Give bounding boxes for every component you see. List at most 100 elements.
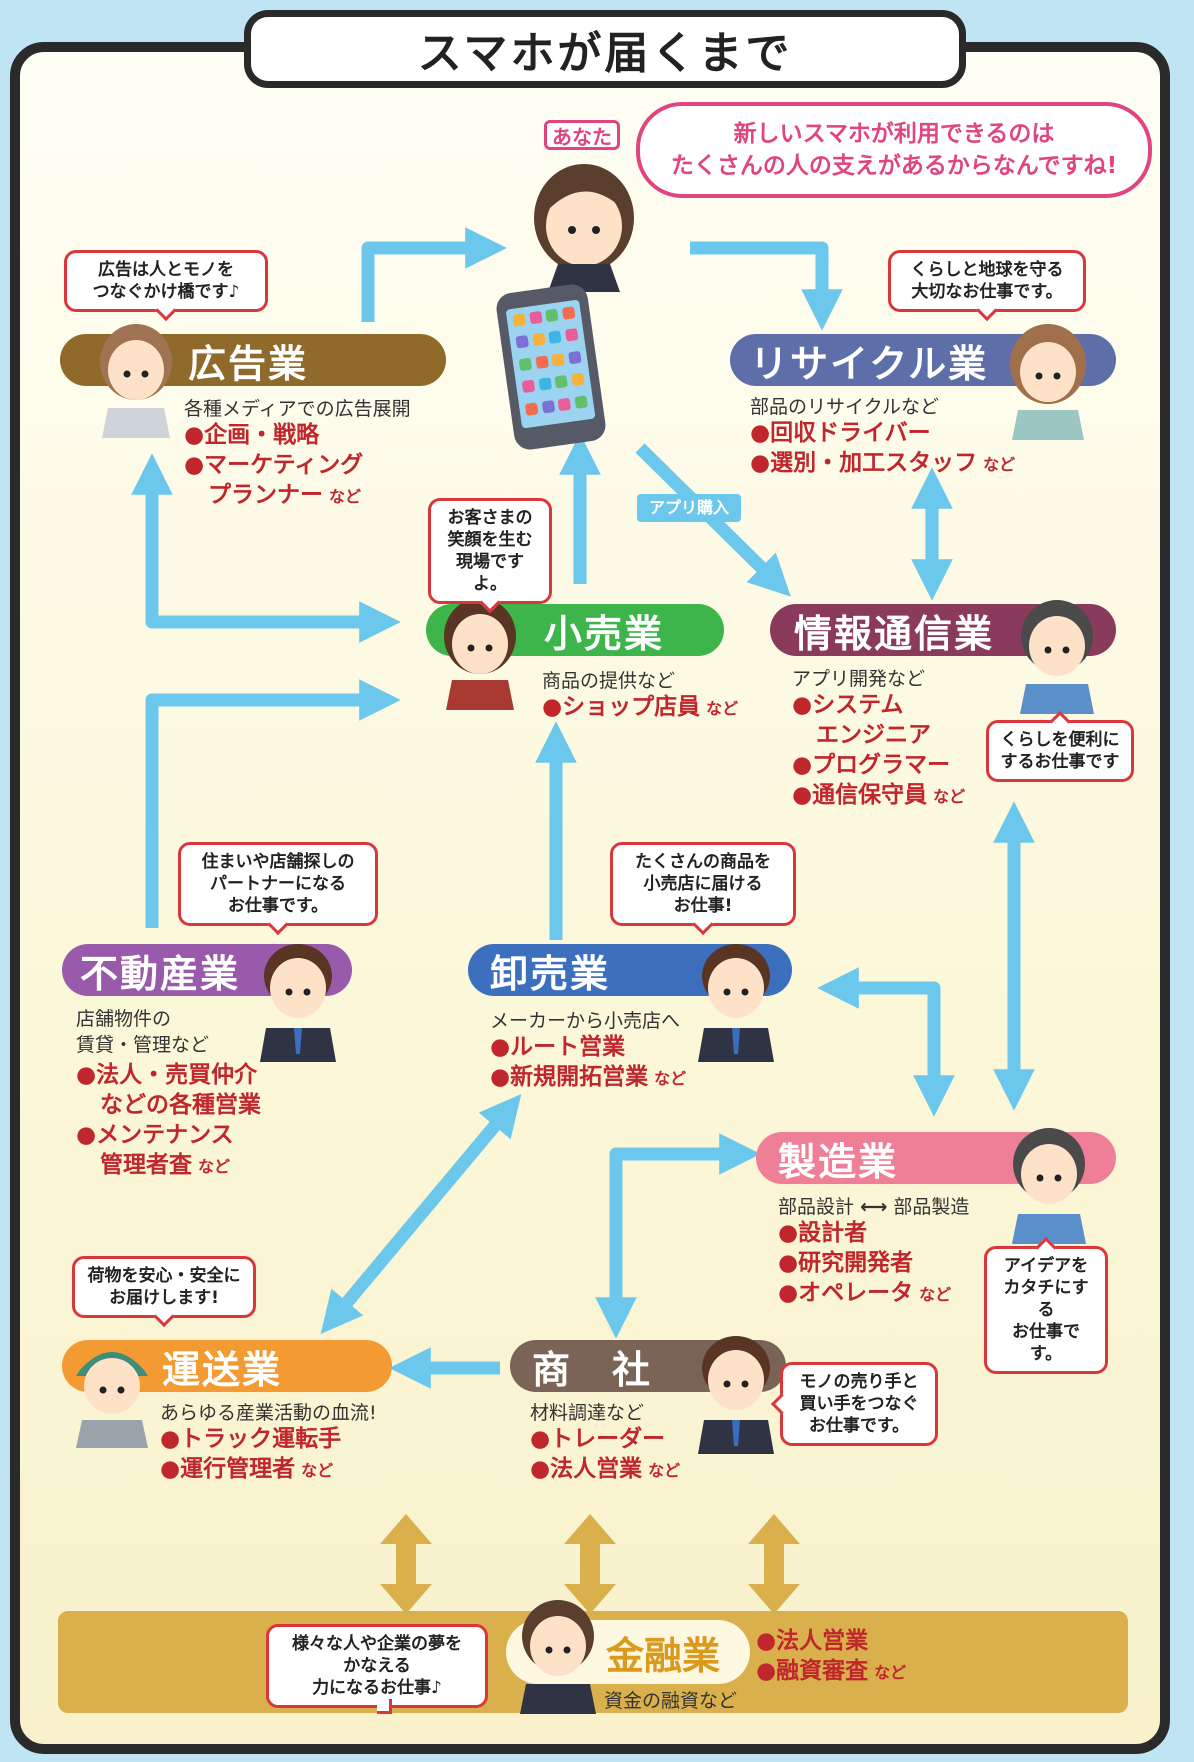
real-estate-bubble-line3: お仕事です。 bbox=[227, 896, 329, 916]
trading-person-avatar bbox=[698, 1336, 774, 1454]
real-estate-job-4: 管理者査 bbox=[100, 1152, 192, 1178]
manufacturing-bubble-line3: お仕事です。 bbox=[1012, 1322, 1080, 1364]
advertising-description: 各種メディアでの広告展開 bbox=[184, 398, 411, 420]
manufacturing-nado: など bbox=[919, 1285, 952, 1304]
retail-person-avatar bbox=[444, 598, 516, 710]
arrow-advertising-to-you bbox=[361, 227, 507, 322]
advertising-bubble-line1: 広告は人とモノを bbox=[98, 260, 234, 280]
you-message-cloud: 新しいスマホが利用できるのは たくさんの人の支えがあるからなんですね! bbox=[636, 102, 1152, 198]
wholesale-name: 卸売業 bbox=[490, 951, 611, 996]
finance-jobs: ●法人営業 ●融資審査など bbox=[756, 1626, 906, 1688]
arrow-realestate-to-retail bbox=[145, 679, 401, 928]
wholesale-job-1: ●ルート営業 bbox=[490, 1034, 626, 1060]
wholesale-job-2: ●新規開拓営業 bbox=[490, 1064, 649, 1090]
finance-arrows bbox=[380, 1514, 800, 1614]
retail-jobs: ●ショップ店員など bbox=[542, 692, 738, 724]
real-estate-nado: など bbox=[198, 1157, 231, 1176]
manufacturing-bubble: アイデアを カタチにする お仕事です。 bbox=[984, 1246, 1108, 1374]
recycling-bubble-line2: 大切なお仕事です。 bbox=[911, 282, 1063, 302]
recycling-job-1: ●回収ドライバー bbox=[750, 420, 931, 446]
recycling-person-avatar bbox=[1010, 324, 1086, 440]
retail-job-1: ●ショップ店員 bbox=[542, 694, 701, 720]
real-estate-person-avatar bbox=[260, 944, 336, 1062]
transport-person-avatar bbox=[76, 1352, 148, 1448]
trading-jobs: ●トレーダー ●法人営業など bbox=[530, 1424, 680, 1486]
telecom-bubble-line2: するお仕事です bbox=[1000, 752, 1120, 772]
telecom-person-avatar bbox=[1020, 600, 1094, 714]
manufacturing-description-left: 部品設計 bbox=[778, 1196, 855, 1218]
real-estate-bubble-line2: パートナーになる bbox=[210, 874, 346, 894]
manufacturing-person-avatar bbox=[1012, 1128, 1086, 1244]
transport-job-1: ●トラック運転手 bbox=[160, 1426, 342, 1452]
recycling-jobs: ●回収ドライバー ●選別・加工スタッフなど bbox=[750, 418, 1015, 480]
trading-bubble-line1: モノの売り手と bbox=[799, 1372, 919, 1392]
advertising-bubble-line2: つなぐかけ橋です♪ bbox=[92, 282, 240, 302]
retail-nado: など bbox=[706, 699, 739, 718]
manufacturing-job-2: ●研究開発者 bbox=[778, 1250, 914, 1276]
finance-name: 金融業 bbox=[605, 1633, 720, 1678]
wholesale-bubble: たくさんの商品を 小売店に届ける お仕事! bbox=[610, 842, 796, 926]
trading-nado: など bbox=[648, 1461, 681, 1480]
arrow-finance-1 bbox=[380, 1514, 432, 1614]
app-purchase-label: アプリ購入 bbox=[637, 494, 741, 522]
telecom-job-1: ●システム bbox=[792, 692, 904, 718]
finance-person-avatar bbox=[520, 1600, 596, 1714]
manufacturing-description-right: 部品製造 bbox=[893, 1196, 970, 1218]
finance-bubble: 様々な人や企業の夢を かなえる 力になるお仕事♪ bbox=[266, 1624, 488, 1714]
trading-bubble-line2: 買い手をつなぐ bbox=[799, 1394, 919, 1414]
you-message-line1: 新しいスマホが利用できるのは bbox=[733, 121, 1055, 147]
you-message-line2: たくさんの人の支えがあるからなんですね! bbox=[670, 153, 1118, 179]
finance-nado: など bbox=[874, 1663, 907, 1682]
you-label: あなた bbox=[544, 120, 620, 150]
manufacturing-jobs: ●設計者 ●研究開発者 ●オペレータなど bbox=[778, 1218, 951, 1310]
transport-nado: など bbox=[301, 1461, 334, 1480]
real-estate-job-1: ●法人・売買仲介 bbox=[76, 1062, 258, 1088]
you-avatar bbox=[534, 164, 634, 292]
arrow-finance-2 bbox=[564, 1514, 616, 1614]
telecom-description: アプリ開発など bbox=[792, 668, 926, 690]
transport-bubble-line2: お届けします! bbox=[109, 1288, 219, 1308]
arrow-wholesale-manufacturing bbox=[817, 967, 955, 1117]
transport-job-2: ●運行管理者 bbox=[160, 1456, 296, 1482]
real-estate-description-line2: 賃貸・管理など bbox=[76, 1034, 210, 1056]
wholesale-bubble-line1: たくさんの商品を bbox=[635, 852, 771, 872]
finance-bubble-line3: 力になるお仕事♪ bbox=[312, 1678, 442, 1698]
recycling-name: リサイクル業 bbox=[750, 341, 989, 386]
transport-jobs: ●トラック運転手 ●運行管理者など bbox=[160, 1424, 341, 1486]
arrow-trading-manufacturing bbox=[595, 1133, 761, 1339]
telecom-job-4: ●通信保守員 bbox=[792, 782, 928, 808]
manufacturing-bubble-line1: アイデアを bbox=[1003, 1256, 1089, 1276]
transport-description: あらゆる産業活動の血流! bbox=[160, 1402, 377, 1424]
arrow-advertising-retail bbox=[131, 453, 401, 643]
recycling-bubble-line1: くらしと地球を守る bbox=[910, 260, 1064, 280]
manufacturing-description: 部品設計 ⟷ 部品製造 bbox=[778, 1192, 969, 1219]
trading-name: 商 社 bbox=[532, 1347, 653, 1392]
retail-bubble-line1: お客さまの bbox=[447, 508, 533, 528]
manufacturing-bubble-line2: カタチにする bbox=[1003, 1278, 1089, 1320]
advertising-job-3: プランナー bbox=[208, 482, 323, 508]
manufacturing-name: 製造業 bbox=[778, 1139, 899, 1184]
advertising-name: 広告業 bbox=[188, 341, 309, 386]
telecom-job-2: エンジニア bbox=[816, 722, 931, 748]
telecom-bubble-line1: くらしを便利に bbox=[1000, 730, 1120, 750]
recycling-nado: など bbox=[983, 455, 1016, 474]
recycling-description: 部品のリサイクルなど bbox=[750, 396, 940, 418]
real-estate-name: 不動産業 bbox=[80, 951, 241, 996]
double-arrow-icon: ⟷ bbox=[860, 1196, 888, 1218]
page-title: スマホが届くまで bbox=[244, 10, 966, 88]
trading-description: 材料調達など bbox=[530, 1402, 645, 1424]
real-estate-job-2: などの各種営業 bbox=[100, 1092, 261, 1118]
advertising-bubble: 広告は人とモノを つなぐかけ橋です♪ bbox=[64, 250, 268, 312]
real-estate-description-line1: 店舗物件の bbox=[76, 1008, 172, 1030]
wholesale-bubble-line3: お仕事! bbox=[673, 896, 733, 916]
advertising-person-avatar bbox=[100, 324, 172, 438]
telecom-jobs: ●システム エンジニア ●プログラマー ●通信保守員など bbox=[792, 690, 965, 812]
real-estate-bubble-line1: 住まいや店舗探しの bbox=[201, 852, 355, 872]
real-estate-description: 店舗物件の 賃貸・管理など bbox=[76, 1006, 209, 1058]
real-estate-job-3: ●メンテナンス bbox=[76, 1122, 234, 1148]
recycling-bubble: くらしと地球を守る 大切なお仕事です。 bbox=[888, 250, 1086, 312]
retail-bubble-line2: 笑顔を生む bbox=[447, 530, 533, 550]
advertising-nado: など bbox=[329, 487, 362, 506]
trading-job-1: ●トレーダー bbox=[530, 1426, 666, 1452]
real-estate-jobs: ●法人・売買仲介 などの各種営業 ●メンテナンス 管理者査など bbox=[76, 1060, 261, 1182]
